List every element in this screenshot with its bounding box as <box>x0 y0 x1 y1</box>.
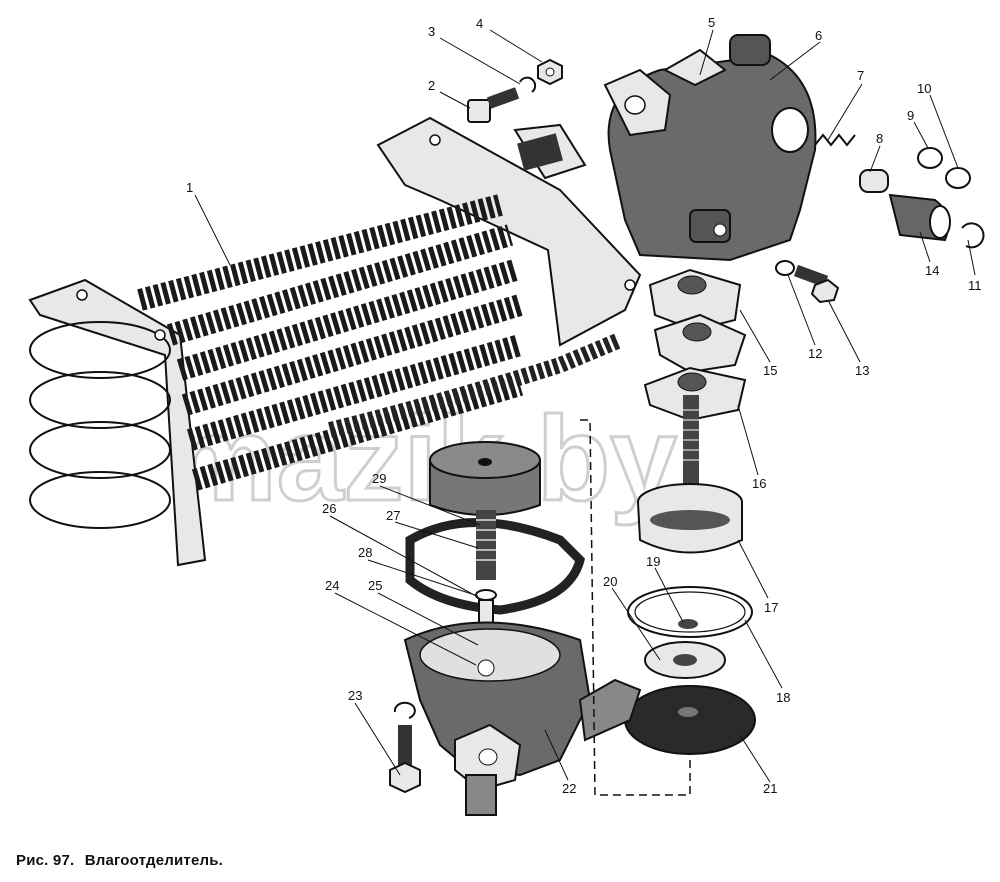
callout-1: 1 <box>186 180 193 195</box>
watermark: mazik.by <box>170 392 677 526</box>
callout-23: 23 <box>348 688 362 703</box>
coil-heat-exchanger <box>28 116 642 567</box>
callout-28: 28 <box>358 545 372 560</box>
lower-housing-group <box>389 441 642 816</box>
callout-27: 27 <box>386 508 400 523</box>
filter-cup <box>637 483 743 554</box>
callout-25: 25 <box>368 578 382 593</box>
callout-29: 29 <box>372 471 386 486</box>
callout-7: 7 <box>857 68 864 83</box>
callout-labels: 1 2 3 4 5 6 7 8 9 10 11 12 13 14 15 16 1… <box>186 15 982 796</box>
callout-4: 4 <box>476 16 483 31</box>
exploded-view-diagram: mazik.by <box>28 15 985 816</box>
side-bolt <box>775 260 840 304</box>
assembly-bracket-line <box>580 419 691 796</box>
callout-15: 15 <box>763 363 777 378</box>
valve-assembly <box>814 133 985 249</box>
callout-22: 22 <box>562 781 576 796</box>
callout-5: 5 <box>708 15 715 30</box>
callout-18: 18 <box>776 690 790 705</box>
callout-3: 3 <box>428 24 435 39</box>
upper-housing <box>603 34 817 262</box>
callout-2: 2 <box>428 78 435 93</box>
callout-26: 26 <box>322 501 336 516</box>
callout-13: 13 <box>855 363 869 378</box>
callout-6: 6 <box>815 28 822 43</box>
callout-21: 21 <box>763 781 777 796</box>
callout-16: 16 <box>752 476 766 491</box>
diaphragm-assembly <box>624 586 756 755</box>
callout-19: 19 <box>646 554 660 569</box>
leader-lines <box>194 29 976 783</box>
callout-10: 10 <box>917 81 931 96</box>
callout-14: 14 <box>925 263 939 278</box>
callout-9: 9 <box>907 108 914 123</box>
caption-title: Влагоотделитель. <box>84 852 224 869</box>
callout-17: 17 <box>764 600 778 615</box>
bolt-washer-nut-set <box>467 58 563 123</box>
callout-24: 24 <box>325 578 339 593</box>
callout-8: 8 <box>876 131 883 146</box>
figure-caption: Рис. 97. Влагоотделитель. <box>16 852 229 869</box>
deflector-stack <box>643 268 747 505</box>
callout-20: 20 <box>603 574 617 589</box>
caption-number: Рис. 97. <box>16 852 75 869</box>
callout-12: 12 <box>808 346 822 361</box>
callout-11: 11 <box>968 278 982 293</box>
